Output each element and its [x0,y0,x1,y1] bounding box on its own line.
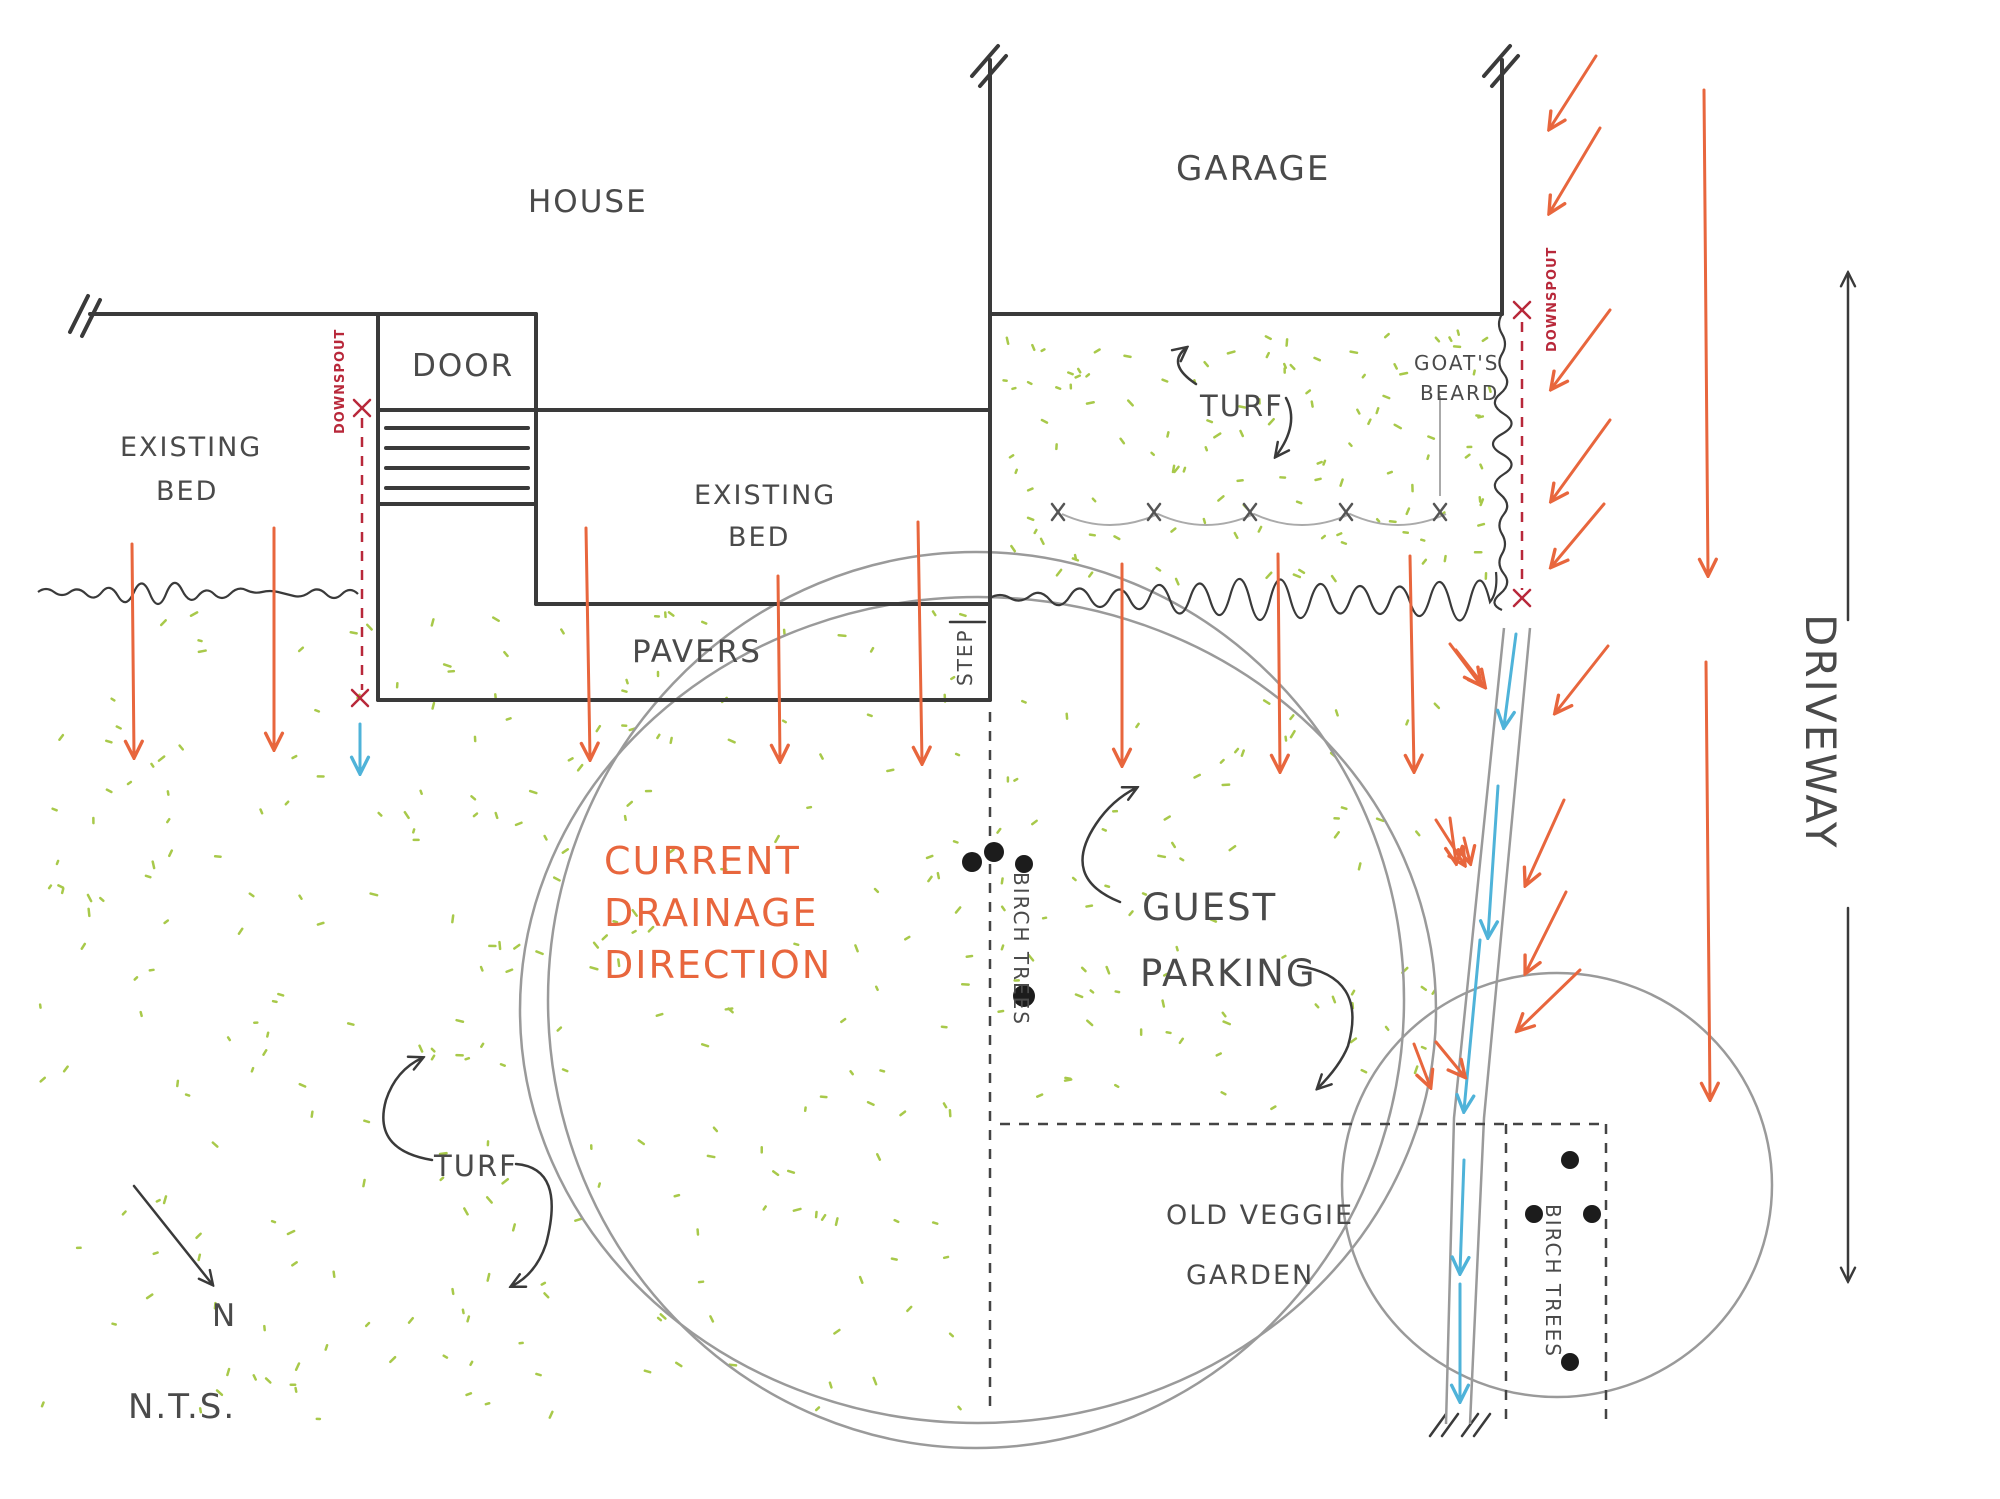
house-label: HOUSE [528,184,648,220]
bed-edge-right [989,571,1498,622]
grass-texture [38,329,1492,1421]
garage-label: GARAGE [1176,149,1330,189]
drainage-arrow [1278,552,1280,770]
turf-top-label: TURF [1199,389,1284,423]
birch-trees-center-label: BIRCH TREES [1009,872,1033,1026]
birch-trees-right-label: BIRCH TREES [1541,1204,1565,1358]
driveway-label: DRIVEWAY [1796,614,1845,850]
drainage-arrow [1434,818,1464,864]
downspout-right [1512,300,1532,608]
bed-edge-left [37,581,359,606]
plant-x-mark [1050,502,1066,522]
step-label: STEP [953,628,977,686]
drainage-arrow [1434,1040,1464,1076]
guest-parking-line1: GUEST [1142,886,1277,929]
existing-bed-center-line1: EXISTING [694,480,836,511]
current-drainage-line2: DRAINAGE [604,891,819,935]
existing-bed-left-line1: EXISTING [120,432,262,463]
birch-circle-right [1340,971,1774,1399]
drainage-arrow [1552,308,1612,388]
drainage-arrow [1410,554,1414,770]
current-drainage-line1: CURRENT [604,839,801,883]
plant-x-mark [1242,502,1258,522]
north-label: N [212,1298,237,1334]
drainage-arrow [1552,502,1606,566]
existing-bed-left-line2: BED [156,476,218,507]
drainage-arrow [1706,660,1710,1098]
pointer-arrows [132,274,1848,1286]
drainage-arrow [1550,54,1598,128]
drainage-arrow [1450,816,1456,862]
current-drainage-line3: DIRECTION [604,943,832,987]
drainage-arrow [1518,968,1582,1030]
drainage-arrow [1464,836,1470,862]
existing-bed-center-line2: BED [728,522,790,553]
bed-edge-side [1491,313,1513,612]
turf-bottom-label: TURF [433,1149,518,1183]
drainage-arrow [132,542,134,756]
property-dashed-lines [988,712,1608,1420]
plant-x-mark [1432,502,1448,522]
drainage-arrow [918,520,922,762]
goats-beard-row [1050,396,1448,526]
old-veggie-line1: OLD VEGGIE [1166,1200,1354,1231]
downspout-left [352,398,372,772]
plant-x-mark [1146,502,1162,522]
drainage-arrow [1552,418,1612,500]
downspout-left-label: DOWNSPOUT [333,329,348,434]
drainage-arrow [778,574,780,760]
downspout-right-label: DOWNSPOUT [1545,247,1560,352]
drainage-arrow [1526,798,1566,884]
birch-trees-center [962,842,1035,1007]
stair-lines [384,426,530,490]
guest-parking-circle-inner [546,550,1406,1450]
drainage-arrow [1526,890,1568,972]
plant-x-mark [1338,502,1354,522]
drainage-arrow [1704,88,1708,574]
birch-trees-right [1525,1151,1601,1371]
swale-channel [1444,627,1532,1425]
drainage-arrows [132,54,1710,1098]
drainage-arrow [1550,126,1602,212]
old-veggie-line2: GARDEN [1186,1260,1314,1291]
drainage-arrow [1412,1042,1430,1086]
nts-label: N.T.S. [128,1387,236,1427]
goats-beard-line1: GOAT'S [1414,351,1499,375]
house-outline [88,58,1504,702]
drainage-arrow [1454,648,1484,686]
break-marks [68,44,1520,1438]
pavers-label: PAVERS [632,634,762,670]
drainage-arrow [1556,644,1610,712]
goats-beard-line2: BEARD [1420,381,1499,405]
drainage-arrow [586,526,590,758]
door-label: DOOR [412,348,514,384]
guest-parking-line2: PARKING [1140,952,1317,995]
